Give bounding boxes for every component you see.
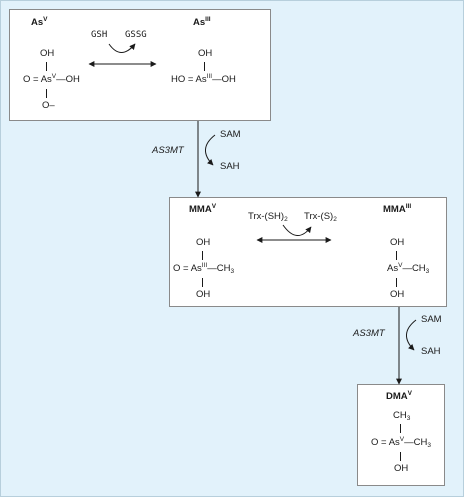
dmav-bond-top: [400, 424, 401, 433]
mmaiii-title: MMAIII: [383, 203, 412, 215]
mmav-bond-top: [202, 251, 203, 260]
asv-bond-top: [46, 62, 47, 71]
box-mma: [169, 197, 447, 307]
mmaiii-bond-top: [396, 251, 397, 260]
curved-arrow-sam-sah-1: [205, 134, 216, 166]
enzyme2-sam: SAM: [421, 314, 442, 325]
asv-o-minus: O–: [42, 100, 55, 111]
curved-arrow-sam-sah-2: [406, 319, 417, 351]
mmav-title: MMAV: [189, 203, 217, 215]
asiii-bond-top: [204, 62, 205, 71]
trx-sh2-label: Trx-(SH)2: [248, 211, 288, 223]
box-dma: [357, 384, 445, 486]
dmav-main-line: O = AsV—CH3: [371, 436, 431, 449]
enzyme1-sah: SAH: [220, 161, 240, 172]
mmav-oh-top: OH: [196, 237, 211, 248]
dmav-oh-bottom: OH: [394, 463, 409, 474]
mmav-oh-bottom: OH: [196, 289, 211, 300]
asiii-title: AsIII: [193, 16, 211, 28]
curved-arrow-gsh-gssg: [108, 43, 136, 53]
trx-s2-label: Trx-(S)2: [304, 211, 337, 223]
curved-arrow-trx: [282, 224, 312, 236]
dmav-ch3-top: CH3: [393, 410, 411, 422]
asiii-main-line: HO = AsIII—OH: [171, 73, 236, 85]
asv-main-line: O = AsV—OH: [23, 73, 80, 85]
gsh-label: GSH: [91, 30, 108, 40]
enzyme1-name: AS3MT: [152, 145, 184, 156]
asv-oh-top: OH: [40, 48, 55, 59]
dmav-title: DMAV: [386, 390, 412, 402]
asiii-oh-top: OH: [198, 48, 213, 59]
enzyme1-sam: SAM: [220, 129, 241, 140]
enzyme2-sah: SAH: [421, 346, 441, 357]
dmav-bond-bottom: [400, 452, 401, 461]
mmav-bond-bottom: [202, 278, 203, 287]
gssg-label: GSSG: [125, 30, 147, 40]
mmaiii-main-line: AsV—CH3: [387, 262, 430, 275]
mmav-main-line: O = AsIII—CH3: [173, 262, 235, 275]
mmaiii-bond-bottom: [396, 278, 397, 287]
mmaiii-oh-bottom: OH: [390, 289, 405, 300]
enzyme2-name: AS3MT: [353, 328, 385, 339]
asv-bond-bottom: [46, 89, 47, 98]
mmaiii-oh-top: OH: [390, 237, 405, 248]
asv-title: AsV: [31, 16, 48, 28]
